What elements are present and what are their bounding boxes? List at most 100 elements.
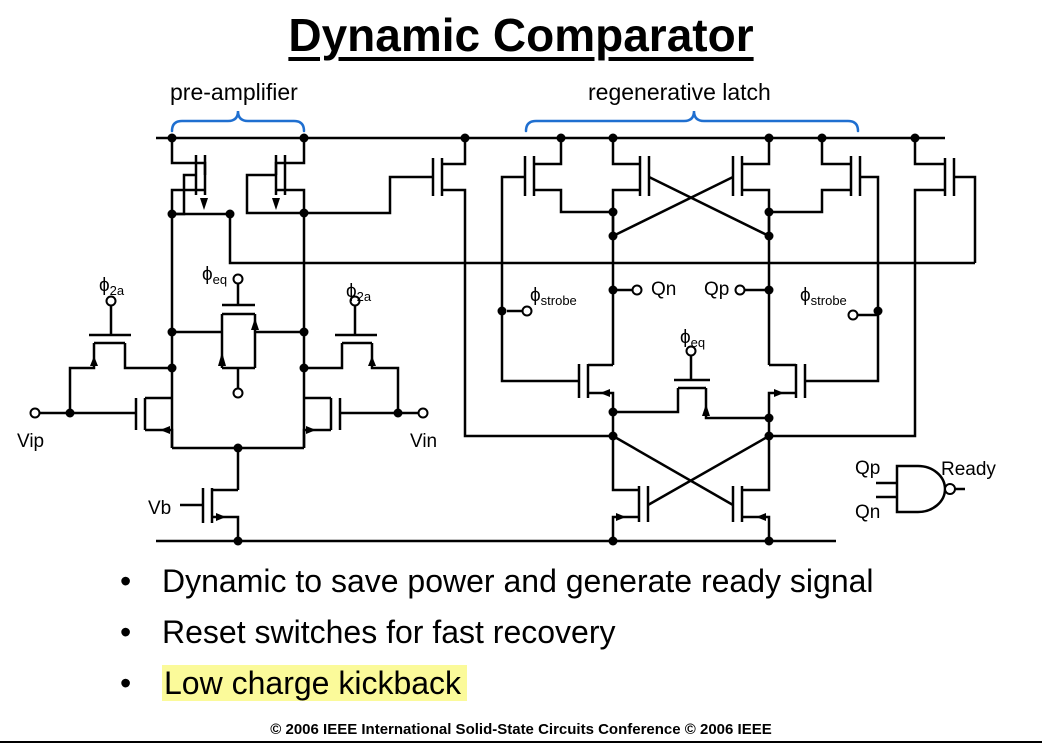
pre-pmos-l-drain bbox=[170, 188, 205, 214]
latch-p4-gatewire bbox=[860, 175, 880, 311]
phi2a-right-label: ϕ2a bbox=[346, 281, 372, 304]
phieq-bot-terminal bbox=[232, 387, 244, 399]
dot bbox=[764, 536, 774, 546]
sw2a-l-left bbox=[68, 343, 96, 413]
qp-terminal bbox=[734, 284, 746, 296]
vin-label: Vin bbox=[410, 431, 438, 452]
preamp-label: pre-amplifier bbox=[170, 79, 298, 105]
arrows bbox=[90, 198, 784, 521]
dot bbox=[817, 133, 827, 143]
sw2a-l-right bbox=[123, 343, 172, 370]
strobe-l-terminal bbox=[521, 305, 533, 317]
latch-eq-left bbox=[613, 388, 680, 414]
arrow-9 bbox=[216, 513, 226, 521]
nand-qn-label: Qn bbox=[855, 502, 881, 523]
strobe-n-r-source bbox=[767, 391, 796, 436]
latch-p1-gatewire bbox=[500, 175, 525, 311]
dot bbox=[497, 306, 507, 316]
low-n-r-drain bbox=[742, 436, 771, 492]
arrow-6 bbox=[368, 356, 376, 366]
low-n-r-source bbox=[742, 515, 771, 541]
footer-copyright: © 2006 IEEE International Solid-State Ci… bbox=[270, 721, 772, 738]
strobe-r-terminal bbox=[847, 309, 859, 321]
bullet-item: •Dynamic to save power and generate read… bbox=[120, 560, 874, 611]
dot bbox=[299, 327, 309, 337]
ready-label: Ready bbox=[941, 459, 996, 480]
dot bbox=[167, 133, 177, 143]
latch-brace bbox=[524, 110, 860, 133]
vb-label: Vb bbox=[148, 498, 172, 519]
dot bbox=[608, 407, 618, 417]
dot bbox=[233, 536, 243, 546]
dot bbox=[764, 133, 774, 143]
qp-label: Qp bbox=[704, 279, 730, 300]
dot bbox=[608, 231, 618, 241]
vip-label: Vip bbox=[17, 431, 45, 452]
pre-pmos-r-source bbox=[274, 138, 306, 175]
dot bbox=[393, 408, 403, 418]
nand-bubble bbox=[944, 483, 956, 495]
dot bbox=[299, 208, 309, 218]
vin-source bbox=[302, 428, 331, 448]
dot bbox=[608, 207, 618, 217]
latch-p4-source bbox=[820, 138, 851, 166]
low-cross-a bbox=[647, 434, 770, 507]
latch-p4-drain bbox=[769, 188, 851, 214]
dot bbox=[167, 209, 177, 219]
dot bbox=[764, 231, 774, 241]
nand-body bbox=[895, 464, 947, 514]
dot bbox=[233, 443, 243, 453]
bullet-text: Reset switches for fast recovery bbox=[162, 614, 616, 650]
qn-label: Qn bbox=[651, 279, 677, 300]
bottom-divider bbox=[0, 741, 1042, 743]
dot bbox=[167, 363, 177, 373]
qn-terminal bbox=[631, 284, 643, 296]
low-n-l-source bbox=[611, 515, 639, 541]
dot bbox=[873, 306, 883, 316]
arrow-4 bbox=[251, 318, 259, 330]
kick-pmos-r-drain bbox=[769, 188, 945, 438]
vin-terminal bbox=[417, 407, 429, 419]
dot bbox=[299, 363, 309, 373]
terminals bbox=[29, 273, 956, 495]
dot bbox=[299, 133, 309, 143]
kick-pmos-r-gatewire bbox=[954, 175, 977, 263]
strobe-n-l-gatewire bbox=[500, 311, 579, 383]
dot bbox=[65, 408, 75, 418]
pre-cross-l bbox=[172, 212, 975, 265]
latch-p1-source bbox=[534, 138, 563, 166]
dot bbox=[910, 133, 920, 143]
dot bbox=[608, 431, 618, 441]
nand-qp-label: Qp bbox=[855, 458, 881, 479]
kick-pmos-l-drain bbox=[442, 188, 613, 438]
low-cross-b bbox=[612, 434, 734, 507]
kick-pmos-r-source bbox=[913, 138, 945, 166]
latch-p1-drain bbox=[534, 188, 613, 214]
latch-label: regenerative latch bbox=[588, 79, 771, 105]
dot bbox=[556, 133, 566, 143]
comparator-schematic bbox=[29, 110, 977, 546]
latch-p2-source bbox=[611, 138, 640, 166]
bullet-text: Dynamic to save power and generate ready… bbox=[162, 563, 874, 599]
dot bbox=[764, 431, 774, 441]
arrow-8 bbox=[306, 426, 316, 434]
preamp-brace bbox=[170, 110, 306, 133]
phieq-terminal bbox=[232, 273, 244, 285]
dot bbox=[608, 133, 618, 143]
phi2a-r-terminal bbox=[349, 295, 361, 307]
low-n-l-drain bbox=[611, 436, 639, 492]
dot bbox=[764, 207, 774, 217]
arrow-2 bbox=[272, 198, 280, 210]
sw2a-r-left bbox=[304, 343, 344, 370]
dot bbox=[764, 413, 774, 423]
arrow-12 bbox=[702, 404, 710, 416]
strobe-n-r-gatewire bbox=[805, 311, 880, 383]
cross-a bbox=[648, 175, 770, 238]
cross-b bbox=[612, 175, 734, 238]
vip-terminal bbox=[29, 407, 41, 419]
phieq-label: ϕeq bbox=[202, 264, 228, 287]
kick-pmos-l-source bbox=[442, 138, 467, 166]
slide-title: Dynamic Comparator bbox=[288, 9, 754, 61]
arrow-5 bbox=[90, 356, 98, 366]
arrow-7 bbox=[160, 426, 170, 434]
